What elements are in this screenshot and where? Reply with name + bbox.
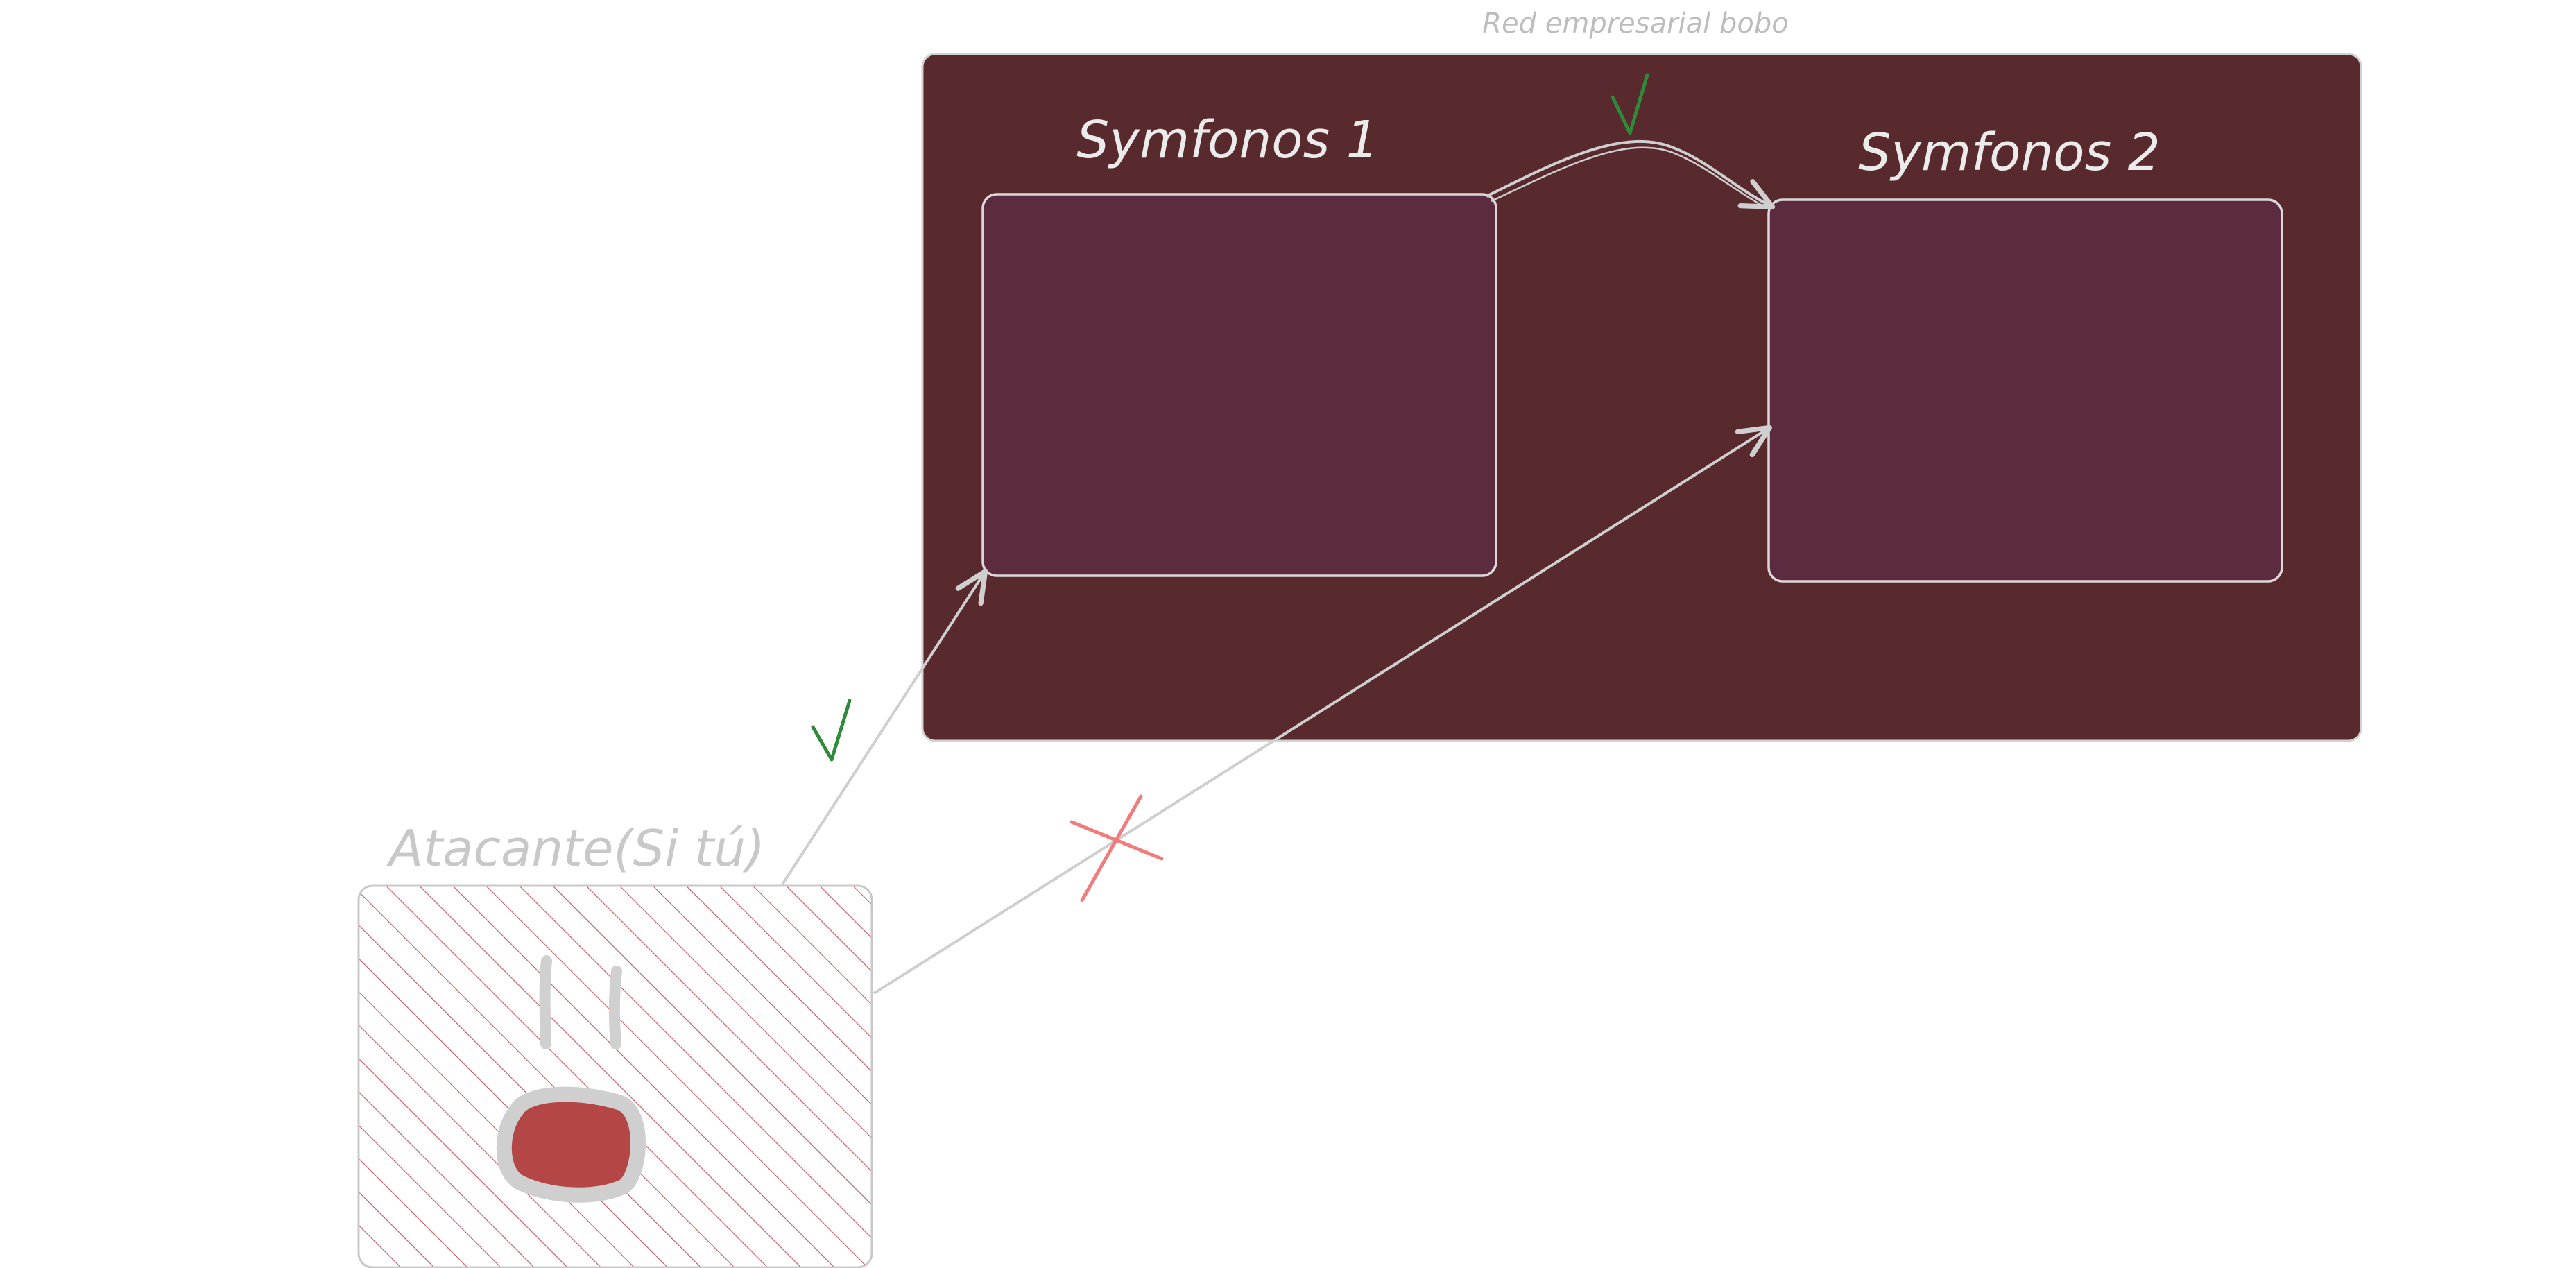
- connections: [781, 139, 1776, 995]
- attacker-box[interactable]: [357, 884, 873, 1268]
- status-marks: [811, 73, 1649, 902]
- attacker-label: Atacante(Si tú): [386, 819, 765, 877]
- check-icon-symfonos-1-symfonos-2: [1611, 73, 1649, 135]
- arrow-symfonos-1-to-symfonos-2-sketch: [1491, 146, 1768, 209]
- symfonos-1-box[interactable]: [981, 193, 1497, 577]
- surprised-face-icon: [496, 955, 646, 1203]
- symfonos-2-label: Symfonos 2: [1858, 123, 2161, 182]
- network-label: Red empresarial bobo: [1482, 8, 1789, 40]
- right-eye-icon: [608, 966, 622, 1049]
- cross-icon-attacker-symfonos-2: [1070, 794, 1164, 902]
- mouth-icon: [496, 1086, 646, 1203]
- symfonos-2-box[interactable]: [1767, 198, 2283, 583]
- arrow-attacker-to-symfonos-2: [873, 425, 1773, 995]
- arrow-attacker-to-symfonos-1: [781, 569, 988, 886]
- check-icon-attacker-symfonos-1: [811, 699, 852, 762]
- arrow-symfonos-1-to-symfonos-2: [1486, 139, 1776, 209]
- symfonos-1-label: Symfonos 1: [1076, 110, 1379, 170]
- left-eye-icon: [539, 955, 552, 1049]
